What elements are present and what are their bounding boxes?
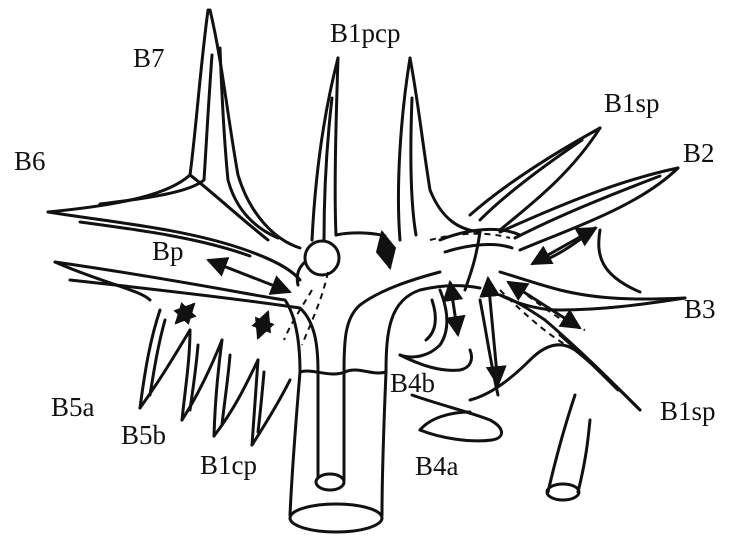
- labels: B7 B1pcp B1sp B6 B2 Bp B3 B4b B5a B5b B1…: [14, 18, 716, 481]
- right-stem-cylinder: [547, 395, 590, 500]
- branch-b3: [500, 228, 685, 310]
- label-b4b: B4b: [390, 368, 435, 398]
- arrow-b1pcp: [382, 232, 390, 268]
- branch-b7: [48, 10, 300, 248]
- branch-b1pcp: [312, 58, 480, 240]
- label-b3: B3: [684, 294, 716, 324]
- label-b5b: B5b: [121, 420, 166, 450]
- label-bp: Bp: [152, 236, 184, 266]
- label-b1sp-top: B1sp: [604, 88, 660, 118]
- dashed-branch-lines: [284, 234, 585, 350]
- label-b1cp: B1cp: [200, 450, 257, 480]
- central-bronchus: [55, 241, 480, 372]
- label-b7: B7: [133, 43, 165, 73]
- branch-b4: [400, 232, 502, 441]
- label-b4a: B4a: [415, 451, 459, 481]
- label-b1pcp: B1pcp: [330, 18, 401, 48]
- label-b6: B6: [14, 146, 46, 176]
- label-b2: B2: [683, 138, 715, 168]
- arrow-b4b: [450, 282, 458, 335]
- arrow-b5a: [176, 304, 194, 323]
- left-main-bronchus-cylinder: [290, 370, 386, 532]
- arrow-b5b: [258, 312, 268, 338]
- branch-b1sp-top: [470, 128, 600, 230]
- label-b5a: B5a: [51, 392, 95, 422]
- label-b1sp-bottom: B1sp: [660, 396, 716, 426]
